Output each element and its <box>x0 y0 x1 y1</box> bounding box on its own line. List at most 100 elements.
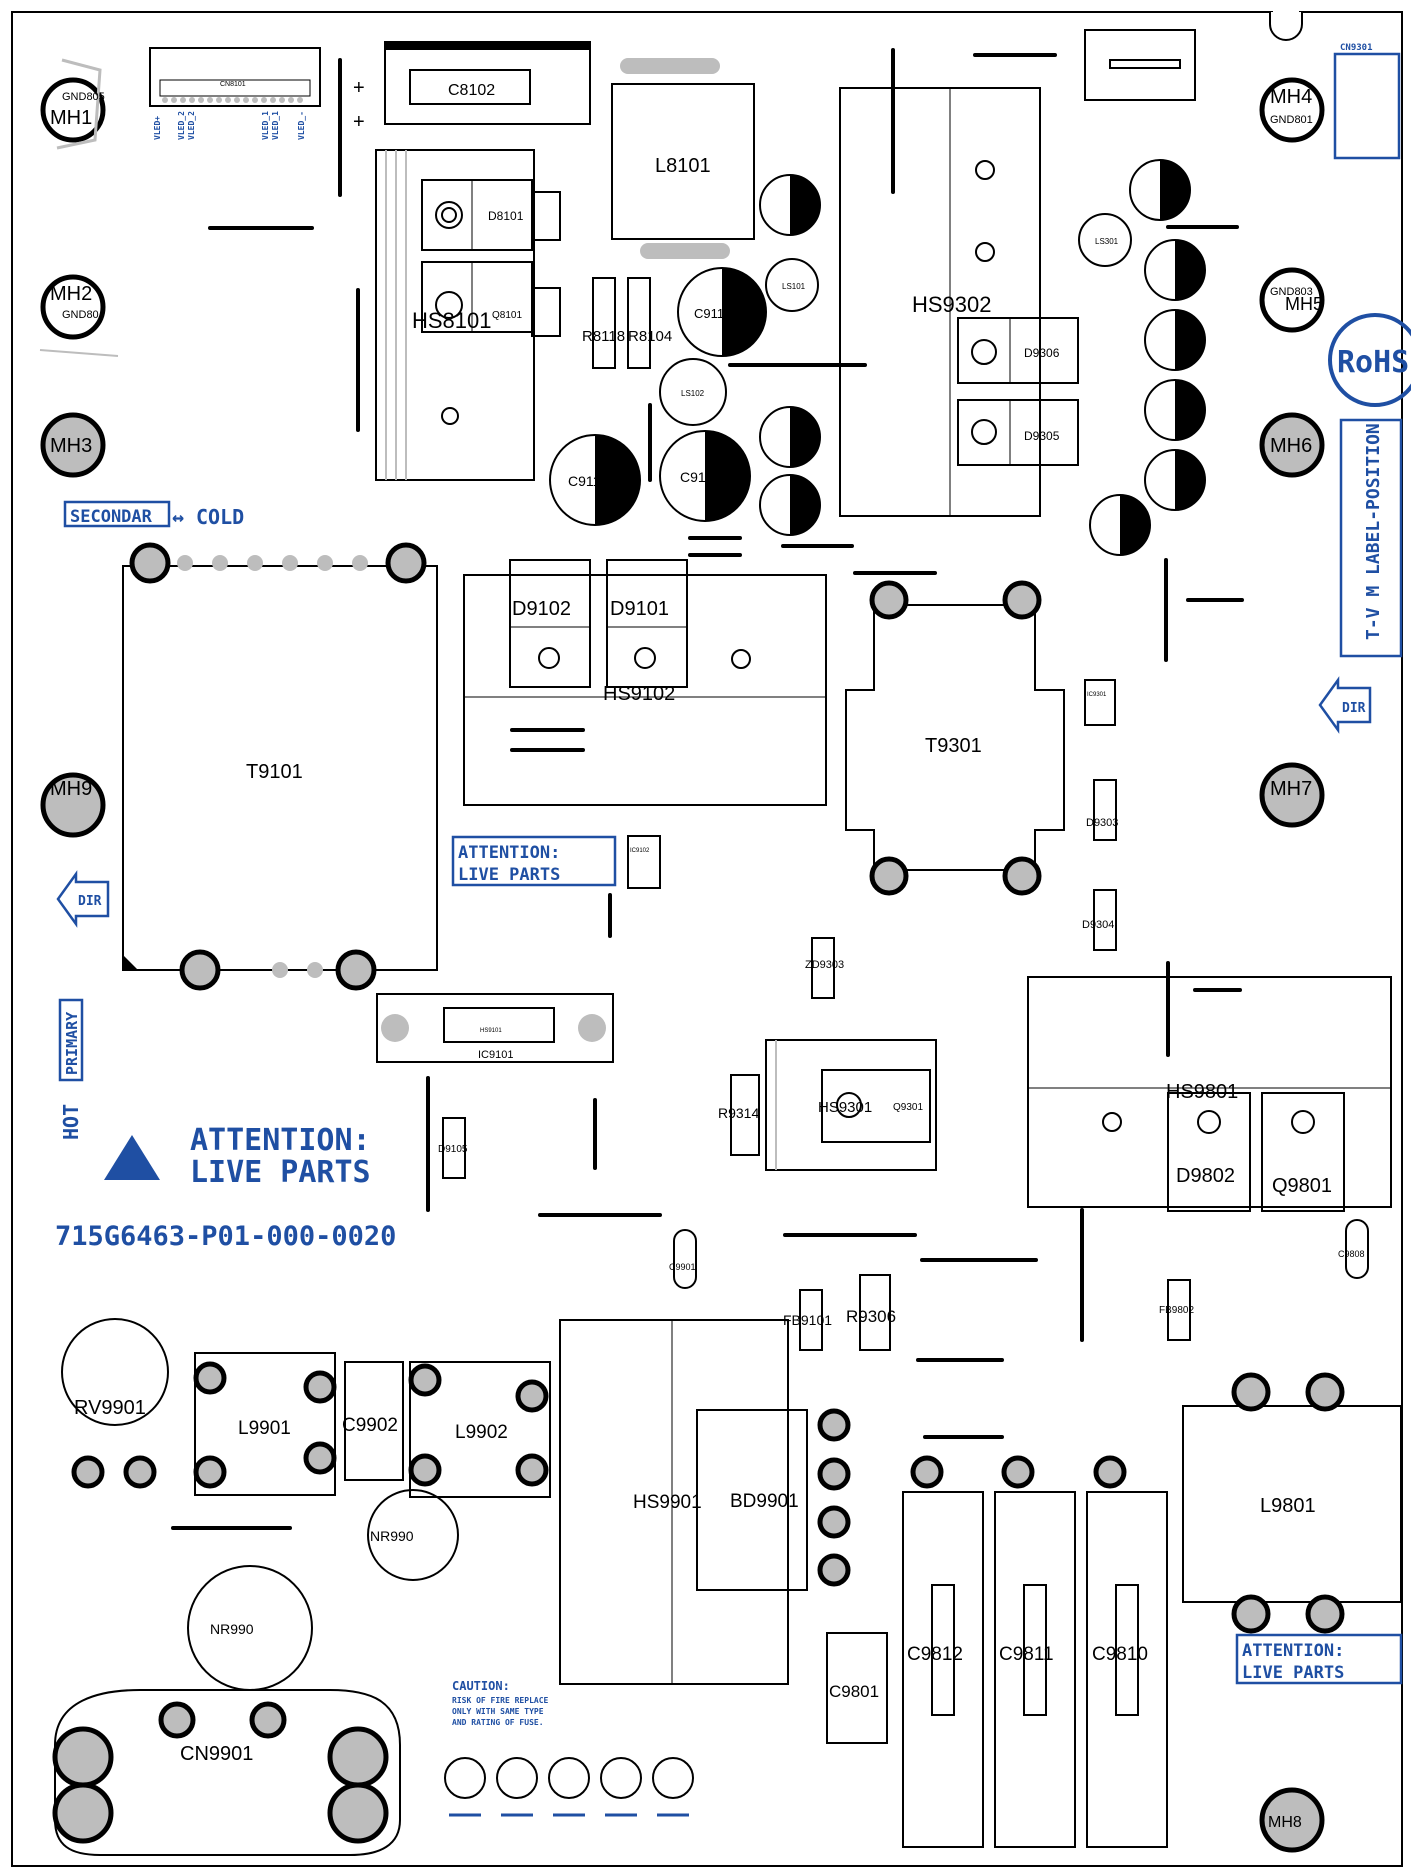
c9812-label: C9812 <box>907 1644 963 1665</box>
nr9902-label: NR990 <box>210 1621 254 1637</box>
heatsink-hs9901: HS9901 BD9901 <box>559 1319 851 1685</box>
capacitor-c9113: C9113 <box>677 267 767 357</box>
attention-label: ATTENTION: <box>458 843 560 863</box>
cn8101-pin-label: VLED_2 <box>177 111 186 140</box>
heatsink-hs9102: D9102 D9101 HS9102 <box>463 559 827 806</box>
cn8101-pin <box>198 97 204 103</box>
c9811-label: C9811 <box>999 1644 1054 1665</box>
mh8-label: MH8 <box>1268 1814 1302 1831</box>
fb9101-label: FB9101 <box>783 1312 832 1328</box>
mh1-label: MH1 <box>50 107 92 129</box>
primary-label: PRIMARY <box>63 1012 81 1075</box>
ls301-label: LS301 <box>1095 237 1119 246</box>
cn8101-pin <box>162 97 168 103</box>
zd9303-label: ZD9303 <box>805 959 844 971</box>
capacitor-c9901: C9901 <box>669 1229 697 1289</box>
secondary-label: SECONDAR <box>70 507 153 527</box>
heatsink-hs9101: HS9101 IC9101 <box>376 993 614 1063</box>
mounting-hole-mh1: MH1 GND805 <box>40 58 106 150</box>
cn8101-pin-label: VLED_1 <box>271 111 280 140</box>
dir-arrow-left: DIR <box>56 870 110 928</box>
c9112-label: C9112 <box>568 473 608 489</box>
cn8101-pin <box>288 97 294 103</box>
mounting-hole-mh7: MH7 <box>1259 762 1325 828</box>
tv-label-text: T-V M LABEL-POSITION <box>1363 423 1384 640</box>
connector-cn8101: CN8101 VLED+ VLED_2 VLED_2 VLED_1 VLED_1… <box>149 47 321 140</box>
hot-primary-marker: PRIMARY HOT <box>58 998 84 1140</box>
mh2-label: MH2 <box>50 283 92 305</box>
transformer-t9101: T9101 <box>122 542 438 991</box>
resistor-r8118: R8118 <box>582 277 625 369</box>
attention-live-parts-bottom-right: ATTENTION: LIVE PARTS <box>1235 1633 1403 1685</box>
ic9101-label: IC9101 <box>478 1049 513 1061</box>
fuse-caution-note: CAUTION: RISK OF FIRE REPLACE ONLY WITH … <box>452 1679 549 1727</box>
r8118-label: R8118 <box>582 328 625 345</box>
cn8101-pin <box>252 97 258 103</box>
ic-ic9301: IC9301 <box>1084 679 1116 726</box>
mh5-label: MH5 <box>1285 294 1323 314</box>
l9902-label: L9902 <box>455 1422 508 1443</box>
svg-text:↔: ↔ <box>172 505 184 529</box>
pcb-traces <box>171 48 1244 1530</box>
caution-line: RISK OF FIRE REPLACE <box>452 1696 549 1705</box>
hs9102-label: HS9102 <box>603 683 675 705</box>
inductor-l9901: L9901 <box>193 1352 337 1496</box>
thermistor-nr9902: NR990 <box>187 1565 313 1691</box>
c9111-label: C9111 <box>680 469 719 485</box>
dir-label: DIR <box>78 894 102 909</box>
r9306-label: R9306 <box>846 1307 896 1326</box>
rv9901-label: RV9901 <box>74 1397 146 1419</box>
fuse-cap <box>652 1757 694 1799</box>
ferrite-fb9101: FB9101 <box>783 1289 832 1351</box>
mounting-hole-mh3: MH3 <box>40 412 106 478</box>
inductor-l9801: L9801 <box>1182 1372 1402 1634</box>
fuse-cap <box>444 1757 486 1799</box>
rohs-logo: RoHS <box>1328 313 1411 407</box>
c9808-label: C9808 <box>1338 1249 1365 1259</box>
d8101-label: D8101 <box>488 209 524 223</box>
cn8101-pin <box>216 97 222 103</box>
nr9901-label: NR990 <box>370 1528 414 1544</box>
hs9101-label: HS9101 <box>480 1028 502 1034</box>
capacitor-c9801: C9801 <box>826 1632 888 1744</box>
rohs-label: RoHS <box>1337 345 1409 380</box>
q9801-label: Q9801 <box>1272 1175 1332 1197</box>
caution-line: ONLY WITH SAME TYPE <box>452 1707 544 1716</box>
cn8101-pin-label: VLED_1 <box>261 111 270 140</box>
capacitor-c9111: C9111 <box>659 430 751 522</box>
part-number: 715G6463-P01-000-0020 <box>55 1221 396 1252</box>
c9801-label: C9801 <box>829 1682 879 1701</box>
hs8101-label: HS8101 <box>412 308 492 333</box>
fb9802-label: FB9802 <box>1159 1305 1194 1316</box>
d9101-label: D9101 <box>610 598 669 620</box>
ic9301-label: IC9301 <box>1087 692 1107 698</box>
secondary-cold-marker: SECONDAR ↔ COLD <box>63 500 244 529</box>
bd9901-label: BD9901 <box>730 1491 799 1512</box>
capacitor-c9812: C9812 <box>902 1455 984 1848</box>
cn8101-pin-label: VLED_- <box>297 111 306 140</box>
transformer-t9301: T9301 <box>845 580 1065 896</box>
mh9-label: MH9 <box>50 778 92 800</box>
cn8101-label: CN8101 <box>220 81 246 88</box>
q8101-label: Q8101 <box>492 310 522 321</box>
zener-zd9303: ZD9303 <box>805 937 844 999</box>
connector-cn9301: CN9301 <box>1084 29 1401 160</box>
attention-label: ATTENTION: <box>1242 1641 1344 1661</box>
svg-text:+: + <box>353 111 365 133</box>
r9314-label: R9314 <box>718 1105 759 1121</box>
gnd801-label: GND801 <box>1270 114 1313 126</box>
capacitor-c9810: C9810 <box>1086 1455 1168 1848</box>
hs9301-label: HS9301 <box>818 1099 872 1116</box>
capacitor-c8102: C8102 + + <box>353 41 591 133</box>
ls102-label: LS102 <box>681 389 705 398</box>
cn9301-label: CN9301 <box>1340 43 1373 53</box>
cn8101-pin <box>243 97 249 103</box>
live-parts-label: LIVE PARTS <box>190 1155 371 1190</box>
resistor-r8104: R8104 <box>627 277 672 369</box>
d9306-label: D9306 <box>1024 346 1060 360</box>
heatsink-hs9801: HS9801 D9802 Q9801 <box>1027 976 1392 1212</box>
cn8101-pin <box>261 97 267 103</box>
hs9302-label: HS9302 <box>912 292 992 317</box>
capacitor-c9112: C9112 <box>549 434 641 526</box>
